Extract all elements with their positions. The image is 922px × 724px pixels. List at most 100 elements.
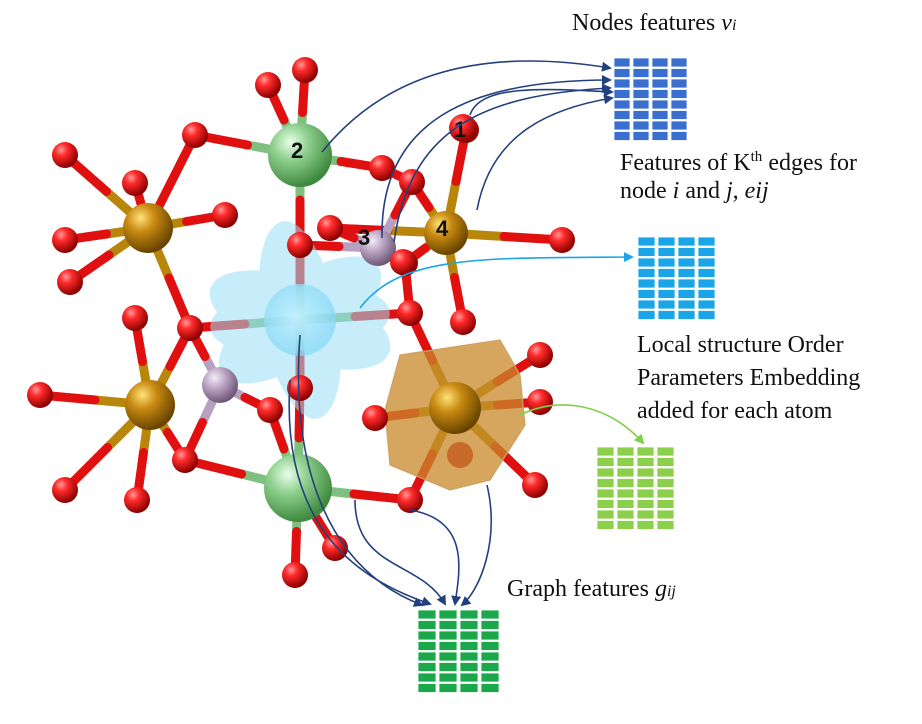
edge-lsop-matrix-cell bbox=[637, 299, 656, 310]
edge-lsop-matrix-cell bbox=[697, 247, 716, 257]
local-order-matrix bbox=[596, 446, 675, 530]
local-order-matrix-cell bbox=[596, 509, 615, 520]
local-order-matrix-cell bbox=[636, 488, 655, 499]
arrow-graph-5 bbox=[460, 484, 492, 607]
arrow-node-3b bbox=[393, 83, 612, 243]
edge-lsop-matrix-cell bbox=[637, 310, 656, 320]
graph-features-matrix-cell bbox=[417, 609, 437, 620]
atom-O2 bbox=[292, 57, 318, 83]
node-features-matrix-cell bbox=[632, 131, 650, 141]
local-order-matrix-cell bbox=[656, 499, 675, 509]
graph-features-matrix-cell bbox=[417, 672, 437, 683]
arrow-graph-1 bbox=[297, 334, 424, 607]
local-order-matrix-cell bbox=[596, 520, 615, 530]
arrow-polyhedron bbox=[519, 404, 645, 445]
atom-O10 bbox=[52, 227, 78, 253]
local-order-matrix-cell bbox=[616, 509, 635, 520]
local-order-matrix-cell bbox=[656, 467, 675, 478]
atom-Au4 bbox=[429, 382, 481, 434]
graph-features-matrix-cell bbox=[480, 672, 500, 683]
node-features-matrix-cell bbox=[651, 78, 669, 89]
edge-lsop-matrix-cell bbox=[697, 257, 716, 268]
node-features-matrix-cell bbox=[651, 131, 669, 141]
local-order-matrix-cell bbox=[596, 467, 615, 478]
node-features-matrix-cell bbox=[613, 89, 631, 99]
atom-group bbox=[27, 57, 575, 588]
arrows bbox=[288, 60, 645, 607]
graph-features-matrix-cell bbox=[480, 630, 500, 641]
local-order-matrix-cell bbox=[616, 488, 635, 499]
atom-O11 bbox=[57, 269, 83, 295]
node-features-matrix-cell bbox=[651, 57, 669, 68]
edge-lsop-matrix-cell bbox=[697, 278, 716, 289]
atom-O25 bbox=[287, 375, 313, 401]
lsop-label-line1: Local structure Order bbox=[637, 332, 844, 358]
atom-G5 bbox=[264, 454, 332, 522]
atom-O21 bbox=[52, 477, 78, 503]
graph-features-matrix-cell bbox=[480, 651, 500, 662]
atom-O23 bbox=[172, 447, 198, 473]
node-features-matrix-cell bbox=[651, 110, 669, 120]
arrow-node-4 bbox=[476, 94, 614, 211]
node-features-matrix-cell bbox=[670, 120, 688, 131]
local-order-matrix-cell bbox=[656, 509, 675, 520]
atom-O12 bbox=[287, 232, 313, 258]
graph-features-matrix-cell bbox=[459, 630, 479, 641]
atom-Au3 bbox=[424, 211, 468, 255]
local-order-matrix-cell bbox=[636, 467, 655, 478]
atom-C1 bbox=[264, 284, 336, 356]
lsop-label-line3: added for each atom bbox=[637, 398, 833, 424]
local-order-matrix-cell bbox=[656, 520, 675, 530]
local-order-matrix-cell bbox=[656, 457, 675, 467]
graph-features-label: Graph features gij bbox=[507, 576, 676, 602]
edge-lsop-matrix-cell bbox=[677, 278, 696, 289]
edge-lsop-matrix-cell bbox=[677, 268, 696, 278]
local-order-matrix-cell bbox=[616, 446, 635, 457]
edge-lsop-matrix-cell bbox=[677, 310, 696, 320]
feature-matrices bbox=[417, 57, 716, 693]
atom-O20 bbox=[27, 382, 53, 408]
local-order-matrix-cell bbox=[656, 446, 675, 457]
atom-L6 bbox=[202, 367, 238, 403]
local-order-matrix-cell bbox=[596, 499, 615, 509]
arrow-graph-4 bbox=[409, 509, 462, 606]
edge-lsop-matrix-cell bbox=[697, 310, 716, 320]
node-features-matrix-cell bbox=[613, 120, 631, 131]
edge-lsop-matrix-cell bbox=[657, 289, 676, 299]
atom-1 bbox=[449, 114, 477, 142]
graph-features-matrix-cell bbox=[417, 641, 437, 651]
atom-O19 bbox=[122, 305, 148, 331]
arrow-node-3a bbox=[381, 75, 612, 239]
atom-O32 bbox=[282, 562, 308, 588]
graph-features-matrix-cell bbox=[417, 651, 437, 662]
node-features-matrix-cell bbox=[651, 68, 669, 78]
local-order-matrix-cell bbox=[596, 446, 615, 457]
edge-lsop-matrix-cell bbox=[637, 278, 656, 289]
atom-Au1 bbox=[123, 203, 173, 253]
atom-O1 bbox=[255, 72, 281, 98]
edge-lsop-matrix-cell bbox=[657, 247, 676, 257]
node-features-matrix-cell bbox=[670, 89, 688, 99]
atom-O9 bbox=[212, 202, 238, 228]
edge-lsop-matrix-cell bbox=[657, 268, 676, 278]
atom-number-2: 2 bbox=[291, 138, 303, 163]
local-order-matrix-cell bbox=[636, 457, 655, 467]
graph-features-matrix-cell bbox=[459, 651, 479, 662]
graph-features-matrix-cell bbox=[438, 620, 458, 630]
local-order-matrix-cell bbox=[636, 499, 655, 509]
atom-number-1: 1 bbox=[454, 117, 466, 142]
node-features-matrix-cell bbox=[670, 99, 688, 110]
atom-O16 bbox=[450, 309, 476, 335]
node-features-matrix-cell bbox=[651, 120, 669, 131]
atom-O17 bbox=[397, 300, 423, 326]
graph-features-matrix-cell bbox=[438, 651, 458, 662]
graph-features-matrix-cell bbox=[459, 672, 479, 683]
edge-lsop-matrix-cell bbox=[637, 236, 656, 247]
node-features-matrix-cell bbox=[651, 99, 669, 110]
edge-lsop-matrix bbox=[637, 236, 716, 320]
node-features-matrix-cell bbox=[670, 78, 688, 89]
local-order-matrix-cell bbox=[616, 478, 635, 488]
graph-features-matrix-cell bbox=[459, 609, 479, 620]
node-features-matrix-cell bbox=[632, 89, 650, 99]
